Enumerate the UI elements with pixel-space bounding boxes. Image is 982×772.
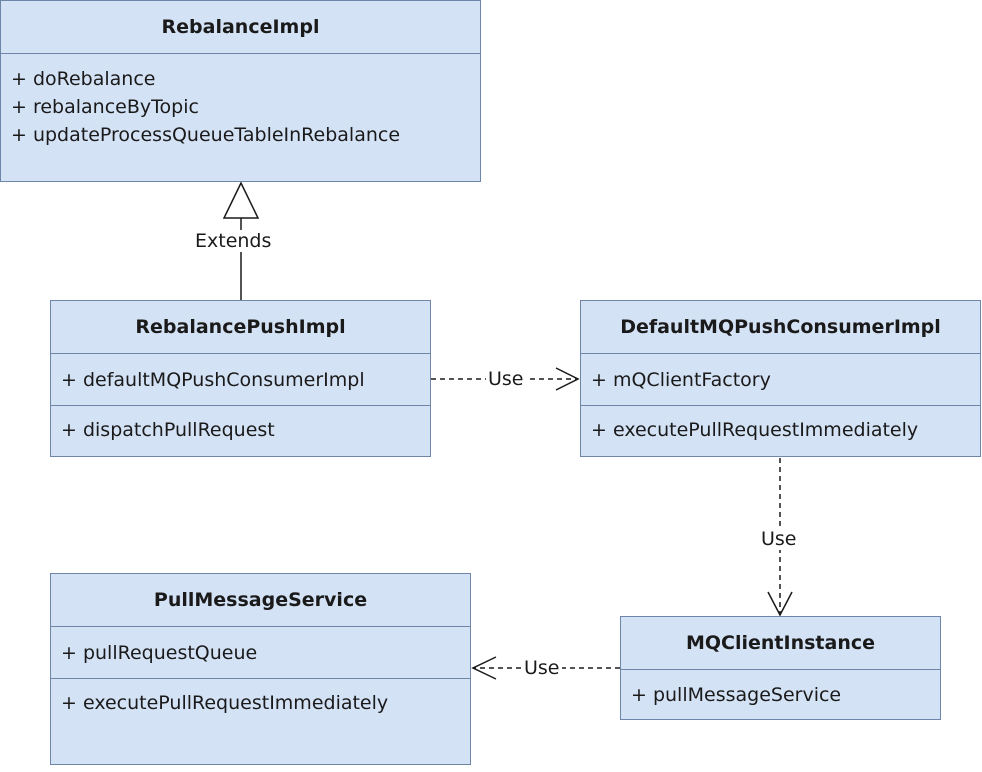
class-box-pull-message-service[interactable]: PullMessageService + pullRequestQueue + … xyxy=(50,573,471,765)
member: + doRebalance xyxy=(11,68,156,90)
operation: + executePullRequestImmediately xyxy=(61,692,389,714)
extends-arrowhead xyxy=(222,181,260,219)
operation: + dispatchPullRequest xyxy=(61,419,275,441)
class-name: RebalancePushImpl xyxy=(51,301,430,354)
class-box-rebalance-impl[interactable]: RebalanceImpl + doRebalance + rebalanceB… xyxy=(0,0,481,182)
attribute: + mQClientFactory xyxy=(591,369,771,391)
member: + rebalanceByTopic xyxy=(11,96,199,118)
class-name: DefaultMQPushConsumerImpl xyxy=(581,301,980,354)
class-box-mq-client-instance[interactable]: MQClientInstance + pullMessageService xyxy=(620,616,941,720)
use-label-push-to-consumer: Use xyxy=(486,368,526,390)
attribute: + pullRequestQueue xyxy=(61,642,258,664)
class-box-rebalance-push-impl[interactable]: RebalancePushImpl + defaultMQPushConsume… xyxy=(50,300,431,457)
member: + updateProcessQueueTableInRebalance xyxy=(11,124,401,146)
use-arrowhead-client-to-service xyxy=(471,656,497,680)
extends-label: Extends xyxy=(193,230,274,252)
class-name: MQClientInstance xyxy=(621,617,940,670)
operations-section: + executePullRequestImmediately xyxy=(581,406,980,444)
class-name: RebalanceImpl xyxy=(1,1,480,54)
use-arrowhead-consumer-to-client xyxy=(767,591,793,617)
attributes-section: + defaultMQPushConsumerImpl xyxy=(51,354,430,406)
operations-section: + dispatchPullRequest xyxy=(51,406,430,444)
operations-section: + executePullRequestImmediately xyxy=(51,679,470,717)
members-section: + doRebalance + rebalanceByTopic + updat… xyxy=(1,54,480,149)
attributes-section: + pullRequestQueue xyxy=(51,627,470,679)
class-name: PullMessageService xyxy=(51,574,470,627)
attribute: + defaultMQPushConsumerImpl xyxy=(61,369,365,391)
use-arrowhead-push-to-consumer xyxy=(555,367,580,391)
attribute: + pullMessageService xyxy=(631,684,842,706)
attributes-section: + mQClientFactory xyxy=(581,354,980,406)
class-box-default-mq-push-consumer-impl[interactable]: DefaultMQPushConsumerImpl + mQClientFact… xyxy=(580,300,981,457)
use-label-client-to-service: Use xyxy=(522,657,562,679)
attributes-section: + pullMessageService xyxy=(621,670,940,709)
operation: + executePullRequestImmediately xyxy=(591,419,919,441)
use-label-consumer-to-client: Use xyxy=(759,528,799,550)
